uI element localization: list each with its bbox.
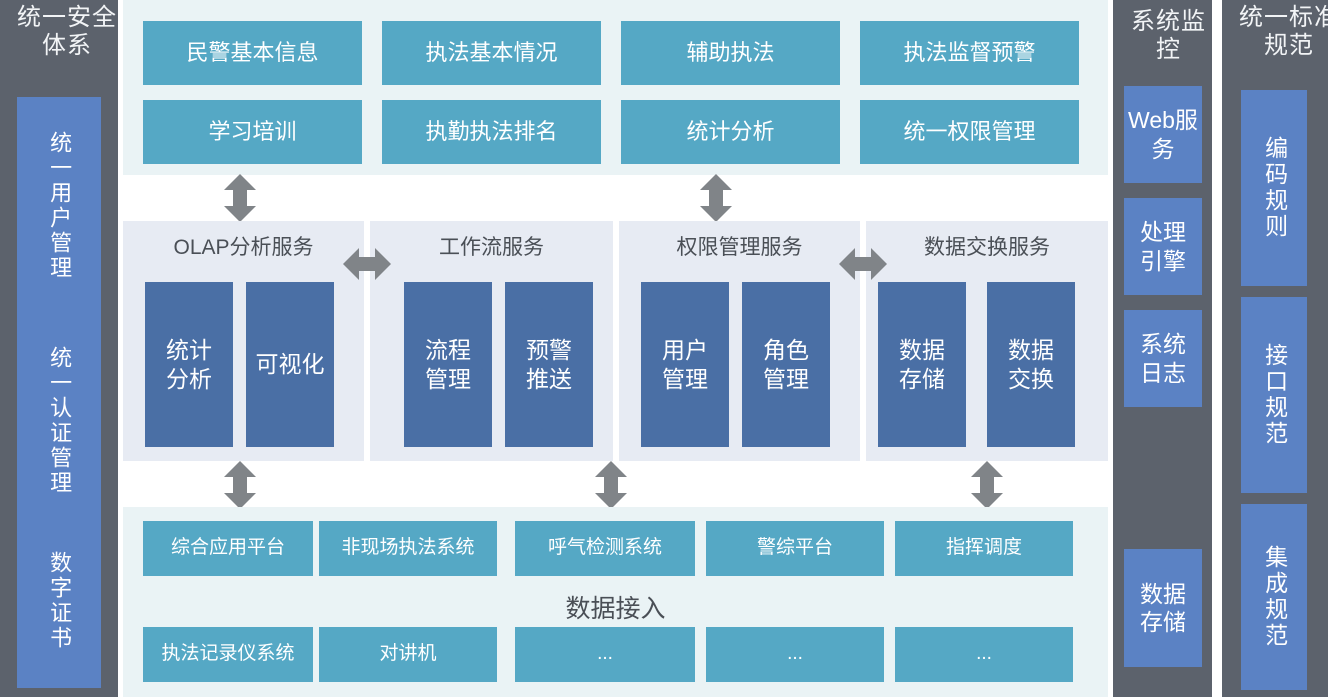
sidebar-item-digital-certificate[interactable]: 数字证书 [17, 513, 101, 688]
service-module-data-storage[interactable]: 数据存储 [878, 282, 966, 447]
monitor-item-label: 系统日志 [1140, 331, 1186, 386]
app-box-duty-enforcement-ranking[interactable]: 执勤执法排名 [382, 100, 601, 164]
app-box-police-basic-info[interactable]: 民警基本信息 [143, 21, 362, 85]
service-module-label: 预警推送 [526, 336, 572, 392]
app-box-label: 统一权限管理 [903, 118, 1036, 144]
left-sidebar-security-system: 统一安全体系 统一用户管理 统一认证管理 数字证书 [0, 0, 118, 697]
service-module-alert-push[interactable]: 预警推送 [505, 282, 593, 447]
standard-item-encoding-rules[interactable]: 编码规则 [1241, 90, 1307, 286]
standard-sidebar-unified-standards: 统一标准规范 编码规则 接口规范 集成规范 [1222, 0, 1328, 697]
arrow-top-olap-icon [224, 174, 256, 222]
service-module-role-management[interactable]: 角色管理 [742, 282, 830, 447]
bottom-data-access-panel: 综合应用平台 非现场执法系统 呼气检测系统 警综平台 指挥调度 数据接入 执法记… [123, 507, 1108, 697]
source-box-police-integrated-platform[interactable]: 警综平台 [706, 521, 884, 576]
source-box-command-dispatch[interactable]: 指挥调度 [895, 521, 1073, 576]
app-box-learning-training[interactable]: 学习培训 [143, 100, 362, 164]
monitor-item-label: 数据存储 [1140, 580, 1186, 635]
source-box-breath-test-system[interactable]: 呼气检测系统 [515, 521, 695, 576]
sidebar-item-unified-auth-management[interactable]: 统一认证管理 [17, 312, 101, 530]
app-box-enforcement-supervision-alert[interactable]: 执法监督预警 [860, 21, 1079, 85]
service-module-visualization[interactable]: 可视化 [246, 282, 334, 447]
monitor-item-label: Web服务 [1128, 107, 1198, 162]
source-box-label: 执法记录仪系统 [161, 643, 295, 665]
service-module-label: 数据存储 [899, 336, 945, 392]
source-box-placeholder-1[interactable]: ... [515, 627, 695, 682]
source-box-label: 对讲机 [379, 643, 437, 665]
arrow-bottom-olap-icon [224, 461, 256, 509]
sidebar-item-label: 数字证书 [47, 550, 73, 651]
service-module-data-exchange[interactable]: 数据交换 [987, 282, 1075, 447]
monitor-item-label: 处理引擎 [1140, 219, 1186, 274]
left-sidebar-title: 统一安全体系 [17, 4, 117, 60]
app-box-label: 民警基本信息 [186, 39, 319, 65]
monitor-sidebar-system-monitoring: 系统监控 Web服务 处理引擎 系统日志 数据存储 [1113, 0, 1212, 697]
source-box-label: ... [976, 643, 992, 665]
service-panel-title: 数据交换服务 [924, 236, 1050, 259]
service-module-label: 流程管理 [425, 336, 471, 392]
source-box-label: 呼气检测系统 [547, 537, 662, 559]
arrow-top-permission-icon [700, 174, 732, 222]
standard-item-integration-spec[interactable]: 集成规范 [1241, 504, 1307, 690]
standard-item-label: 集成规范 [1261, 545, 1288, 649]
source-box-label: 非现场执法系统 [341, 537, 475, 559]
sidebar-item-label: 统一认证管理 [47, 346, 73, 496]
source-box-law-enforcement-recorder-system[interactable]: 执法记录仪系统 [143, 627, 313, 682]
source-box-placeholder-3[interactable]: ... [895, 627, 1073, 682]
data-access-label: 数据接入 [565, 595, 666, 623]
service-module-process-management[interactable]: 流程管理 [404, 282, 492, 447]
standard-item-label: 编码规则 [1261, 136, 1288, 240]
app-box-label: 辅助执法 [686, 39, 775, 65]
service-panel-title: 工作流服务 [439, 236, 544, 259]
service-panel-data-exchange: 数据交换服务 数据存储 数据交换 [866, 221, 1108, 461]
service-module-label: 角色管理 [763, 336, 809, 392]
source-box-walkie-talkie[interactable]: 对讲机 [319, 627, 497, 682]
app-box-label: 学习培训 [208, 118, 297, 144]
sidebar-item-label: 统一用户管理 [47, 131, 73, 281]
app-box-label: 执法基本情况 [425, 39, 558, 65]
source-box-label: 警综平台 [756, 537, 833, 559]
top-application-layer-panel: 民警基本信息 执法基本情况 辅助执法 执法监督预警 学习培训 执勤执法排名 统计… [123, 0, 1108, 175]
app-box-unified-permission-management[interactable]: 统一权限管理 [860, 100, 1079, 164]
standard-sidebar-title: 统一标准规范 [1239, 4, 1328, 60]
source-box-label: ... [597, 643, 613, 665]
source-box-label: ... [787, 643, 803, 665]
source-box-integrated-application-platform[interactable]: 综合应用平台 [143, 521, 313, 576]
service-module-label: 用户管理 [662, 336, 708, 392]
service-panel-olap: OLAP分析服务 统计分析 可视化 [123, 221, 364, 461]
service-module-statistical-analysis[interactable]: 统计分析 [145, 282, 233, 447]
standard-item-label: 接口规范 [1261, 343, 1288, 447]
source-box-non-onsite-enforcement-system[interactable]: 非现场执法系统 [319, 521, 497, 576]
service-panel-permission: 权限管理服务 用户管理 角色管理 [619, 221, 860, 461]
app-box-assisted-enforcement[interactable]: 辅助执法 [621, 21, 840, 85]
service-module-label: 统计分析 [166, 336, 212, 392]
service-panel-workflow: 工作流服务 流程管理 预警推送 [370, 221, 613, 461]
app-box-label: 执法监督预警 [903, 39, 1036, 65]
service-panel-title: OLAP分析服务 [173, 236, 314, 259]
source-box-placeholder-2[interactable]: ... [706, 627, 884, 682]
app-box-label: 执勤执法排名 [425, 118, 558, 144]
sidebar-item-unified-user-management[interactable]: 统一用户管理 [17, 97, 101, 315]
app-box-label: 统计分析 [686, 118, 775, 144]
monitor-item-processing-engine[interactable]: 处理引擎 [1124, 198, 1202, 295]
arrow-permission-exchange-icon [839, 248, 887, 280]
standard-item-interface-spec[interactable]: 接口规范 [1241, 297, 1307, 493]
arrow-olap-workflow-icon [343, 248, 391, 280]
monitor-item-web-service[interactable]: Web服务 [1124, 86, 1202, 183]
source-box-label: 指挥调度 [945, 537, 1022, 559]
service-module-user-management[interactable]: 用户管理 [641, 282, 729, 447]
service-module-label: 可视化 [255, 351, 325, 378]
arrow-bottom-middle-icon [595, 461, 627, 509]
monitor-sidebar-title: 系统监控 [1131, 8, 1206, 64]
source-box-label: 综合应用平台 [170, 537, 285, 559]
app-box-statistical-analysis[interactable]: 统计分析 [621, 100, 840, 164]
service-module-label: 数据交换 [1008, 336, 1054, 392]
monitor-item-data-storage[interactable]: 数据存储 [1124, 549, 1202, 667]
monitor-item-system-log[interactable]: 系统日志 [1124, 310, 1202, 407]
arrow-bottom-exchange-icon [971, 461, 1003, 509]
app-box-enforcement-basic-status[interactable]: 执法基本情况 [382, 21, 601, 85]
service-panel-title: 权限管理服务 [676, 236, 803, 259]
